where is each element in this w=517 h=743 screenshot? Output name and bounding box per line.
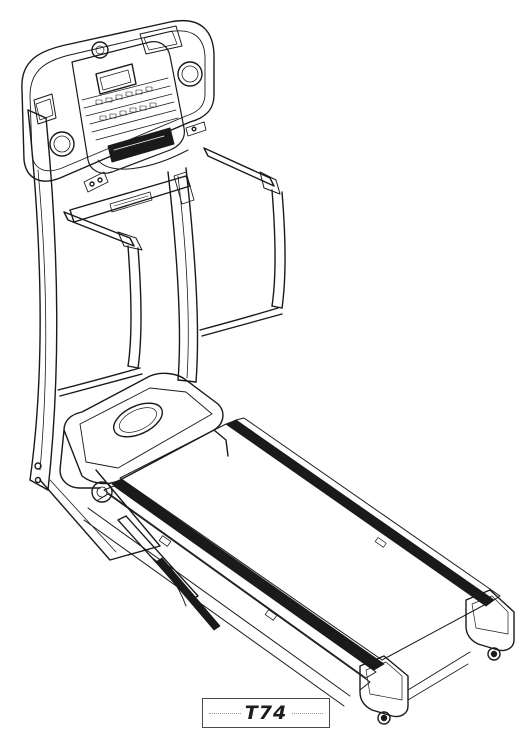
treadmill-deck bbox=[83, 417, 501, 707]
end-caps bbox=[359, 589, 515, 725]
left-upright bbox=[27, 109, 58, 491]
console bbox=[21, 20, 215, 193]
crossbar bbox=[69, 171, 195, 223]
left-handrail bbox=[57, 211, 143, 397]
model-label-text: T74 bbox=[240, 702, 292, 724]
right-handrail bbox=[199, 147, 286, 337]
model-label: T74 bbox=[202, 698, 330, 728]
motor-hood bbox=[59, 372, 229, 489]
lift-frame bbox=[39, 469, 221, 631]
